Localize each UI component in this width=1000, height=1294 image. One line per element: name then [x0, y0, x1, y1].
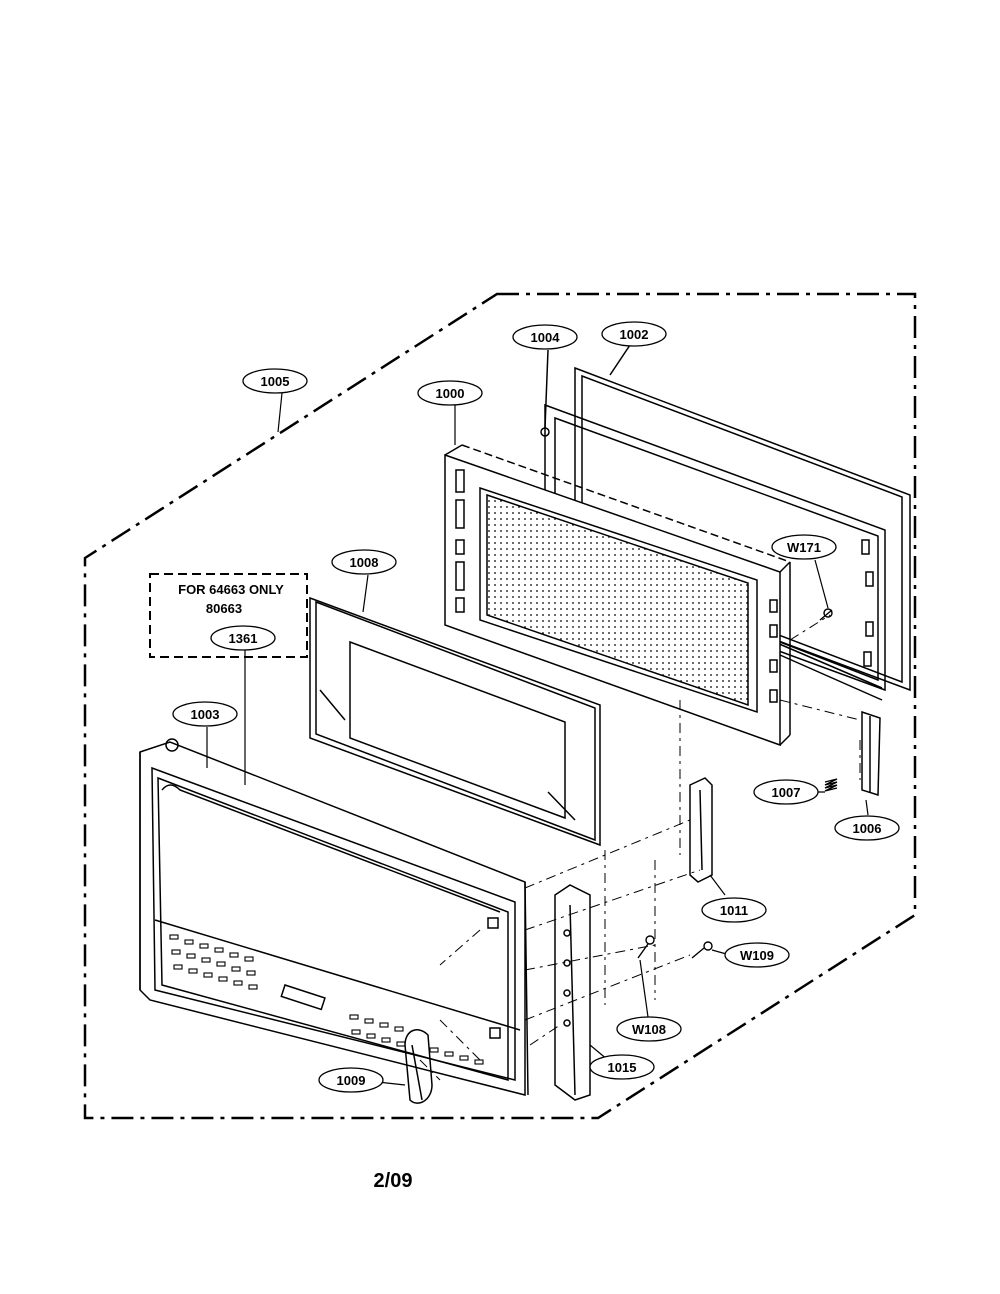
- callout-1361: 1361: [210, 625, 276, 651]
- svg-text:1002: 1002: [620, 327, 649, 342]
- callout-1015: 1015: [589, 1054, 655, 1080]
- callout-1004: 1004: [512, 324, 578, 350]
- svg-text:1000: 1000: [436, 386, 465, 401]
- callout-1000: 1000: [417, 380, 483, 406]
- note-line1: FOR 64663 ONLY: [178, 582, 284, 597]
- svg-text:1015: 1015: [608, 1060, 637, 1075]
- callout-w171: W171: [771, 534, 837, 560]
- part-1000-inner-plate: [444, 405, 791, 747]
- note-box: [149, 573, 308, 658]
- callout-1003: 1003: [172, 701, 238, 727]
- screw-w171: [814, 559, 833, 621]
- svg-text:W108: W108: [632, 1022, 666, 1037]
- svg-text:1005: 1005: [261, 374, 290, 389]
- svg-text:1003: 1003: [191, 707, 220, 722]
- control-panel-buttons: [169, 934, 484, 1065]
- callout-1011: 1011: [701, 897, 767, 923]
- svg-text:W109: W109: [740, 948, 774, 963]
- callout-w109: W109: [724, 942, 790, 968]
- svg-text:1009: 1009: [337, 1073, 366, 1088]
- part-1003-door-frame: [139, 645, 529, 1096]
- callout-w108: W108: [616, 1016, 682, 1042]
- page-number: 2/09: [374, 1170, 413, 1192]
- svg-text:W171: W171: [787, 540, 821, 555]
- part-1011-latch: [689, 777, 726, 896]
- callout-1008: 1008: [331, 549, 397, 575]
- note-line2: 80663: [206, 601, 242, 616]
- part-1002-rear-panel: [574, 341, 911, 692]
- leader-1005: [277, 392, 283, 433]
- screw-w109: [691, 941, 731, 959]
- assembly-lines: [419, 614, 861, 1081]
- svg-text:1004: 1004: [531, 330, 561, 345]
- assembly-boundary: [83, 292, 917, 1120]
- callout-1007: 1007: [753, 779, 819, 805]
- callout-1006: 1006: [834, 815, 900, 841]
- svg-text:1006: 1006: [853, 821, 882, 836]
- part-1008-front-glass: [309, 574, 601, 847]
- svg-text:1361: 1361: [229, 631, 258, 646]
- callout-1005: 1005: [242, 368, 308, 394]
- callout-1009: 1009: [318, 1067, 384, 1093]
- svg-text:1007: 1007: [772, 785, 801, 800]
- callout-1002: 1002: [601, 321, 667, 347]
- svg-text:1011: 1011: [720, 903, 748, 918]
- part-1006-hinge: [861, 710, 881, 816]
- svg-text:1008: 1008: [350, 555, 379, 570]
